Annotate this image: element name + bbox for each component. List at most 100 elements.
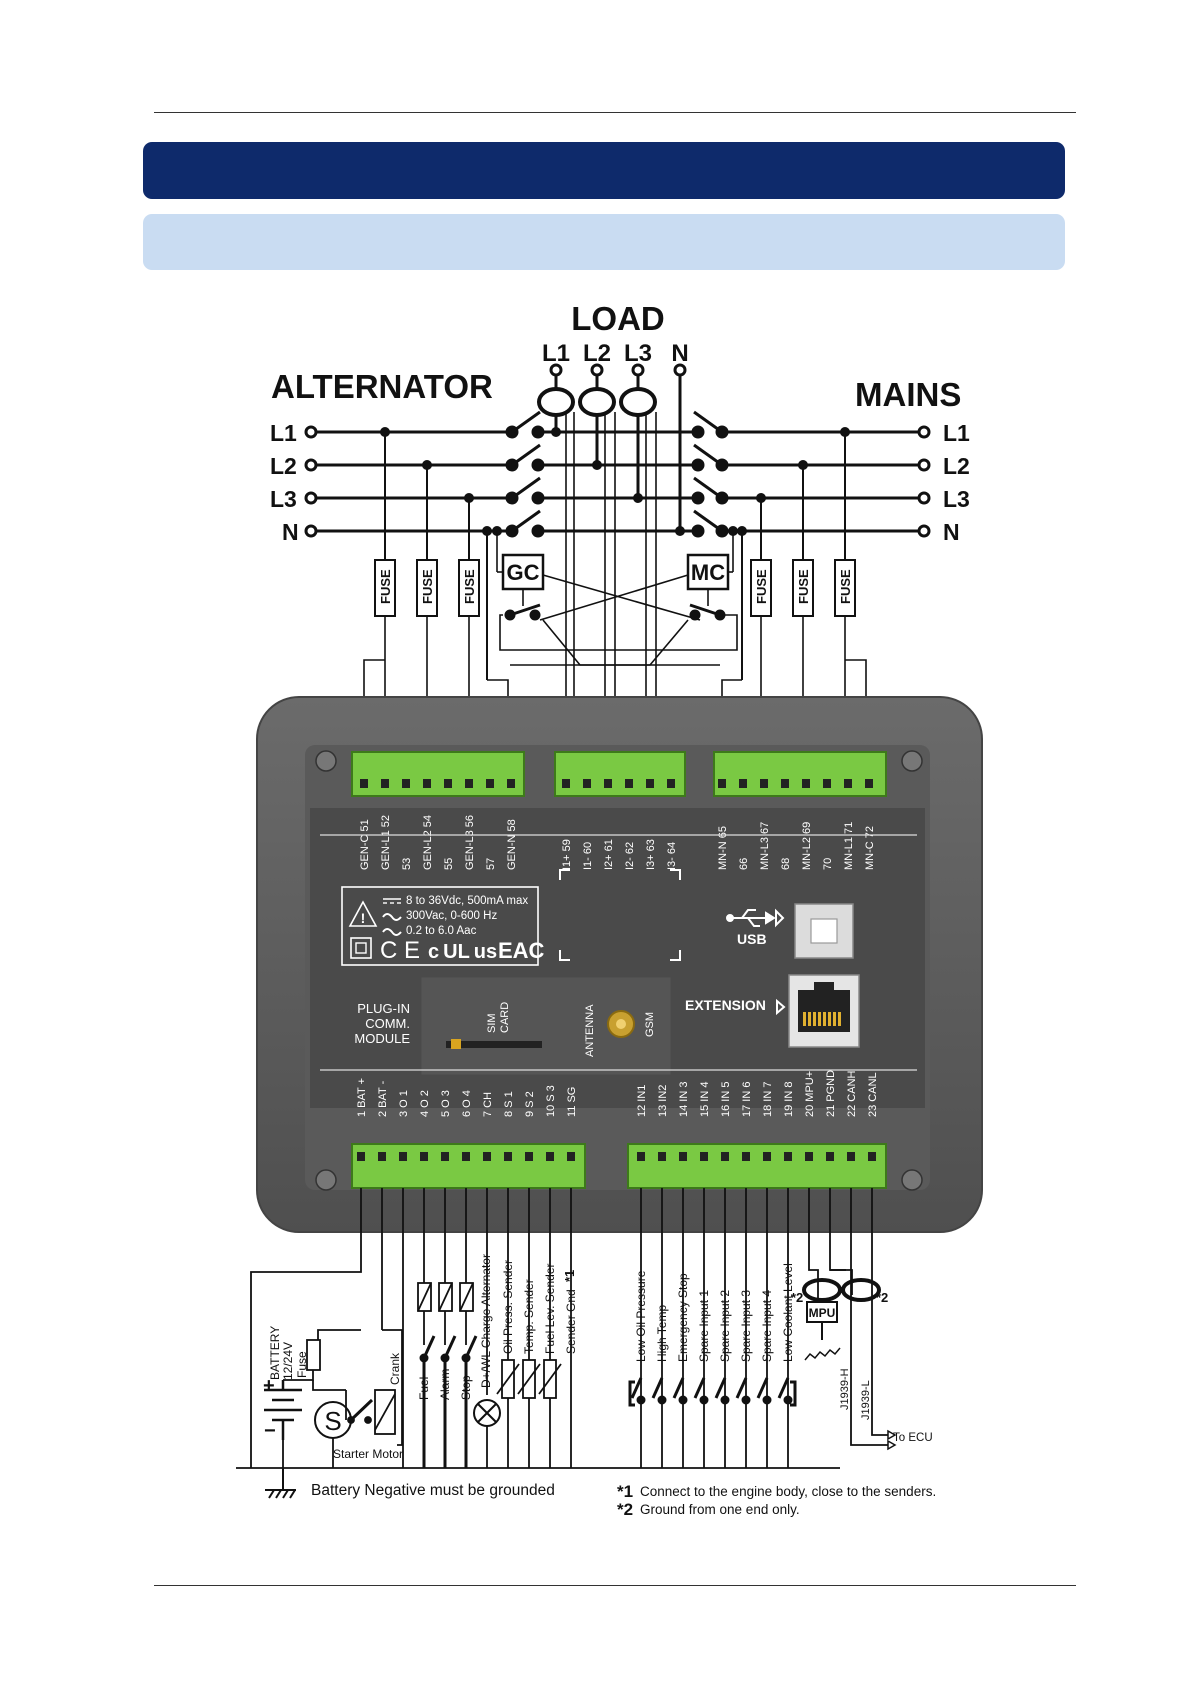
battery-fuse <box>306 1339 321 1371</box>
top-terminal-label: 70 <box>822 858 834 870</box>
terminal-slot <box>357 1152 365 1161</box>
extension-arrow-icon <box>776 998 786 1016</box>
note-2-mark: *2 <box>617 1500 633 1519</box>
input-label: Low Oil Pressure <box>634 1270 648 1362</box>
terminal-slot <box>700 1152 708 1161</box>
top-terminal-label: MN-L2 69 <box>801 822 813 870</box>
terminal-slot <box>567 1152 575 1161</box>
top-terminal-label: 66 <box>738 858 750 870</box>
input-switches <box>628 1377 797 1407</box>
bottom-terminal-label: 2 BAT - <box>377 1080 389 1117</box>
terminal-slot <box>378 1152 386 1161</box>
footer-rule <box>154 1585 1076 1586</box>
ecu-arrow-icon <box>887 1439 897 1451</box>
starter-s: S <box>324 1406 341 1436</box>
bottom-terminal-label: 19 IN 8 <box>783 1082 795 1117</box>
terminal-slot <box>802 779 810 788</box>
gsm-label: GSM <box>644 1012 656 1037</box>
engine-label: Stop <box>459 1375 473 1400</box>
terminal-slot <box>399 1152 407 1161</box>
terminal-slot <box>381 779 389 788</box>
mc-label: MC <box>691 560 725 585</box>
sim-card-slot[interactable] <box>446 1041 542 1048</box>
top-terminal-label: GEN-N 58 <box>506 819 518 870</box>
ce-mark: C E <box>380 937 420 964</box>
starter-motor-label: Starter Motor <box>333 1447 403 1461</box>
engine-label: Alarm <box>438 1369 452 1400</box>
top-terminal-label: I1- 60 <box>582 842 594 870</box>
top-terminal-label: 68 <box>780 858 792 870</box>
svg-text:!: ! <box>361 910 366 926</box>
terminal-slot <box>504 1152 512 1161</box>
terminal-slot <box>465 779 473 788</box>
terminal-slot <box>625 779 633 788</box>
ground-symbol-icon <box>265 1468 296 1499</box>
alt-label-n: N <box>282 519 299 545</box>
section-title-bar <box>143 142 1065 199</box>
rating-ac-current: 0.2 to 6.0 Aac <box>406 925 477 937</box>
top-terminal-label: I1+ 59 <box>561 839 573 870</box>
terminal-slot <box>721 1152 729 1161</box>
alternator-title: ALTERNATOR <box>271 368 493 405</box>
can-ground-mark: *2 <box>876 1290 888 1305</box>
bottom-terminal-label: 11 SG <box>566 1087 578 1117</box>
ecu-arrow-icon <box>887 1429 897 1441</box>
ct-l2-icon <box>578 387 616 417</box>
ratings-box <box>341 886 539 966</box>
fuse-label: FUSE <box>378 569 393 604</box>
engine-label: Sender Gnd <box>564 1289 578 1354</box>
j1939-l-label: J1939-L <box>860 1380 872 1420</box>
load-phase-n: N <box>671 340 688 367</box>
bottom-terminal-label: 14 IN 3 <box>678 1082 690 1117</box>
input-switch <box>714 1377 730 1405</box>
terminal-slot <box>865 779 873 788</box>
input-label: Spare Input 2 <box>718 1290 732 1362</box>
top-terminal-label: I2- 62 <box>624 842 636 870</box>
terminal-slot <box>562 779 570 788</box>
top-terminal-label: GEN-L1 52 <box>380 815 392 870</box>
mains-label-l3: L3 <box>943 486 970 512</box>
note-2-text: Ground from one end only. <box>640 1502 800 1517</box>
sim-label-2: CARD <box>499 1002 511 1033</box>
battery-fuse-label: Fuse <box>295 1351 309 1378</box>
input-label: Spare Input 3 <box>739 1290 753 1362</box>
input-label: Spare Input 4 <box>760 1290 774 1362</box>
terminal-slot <box>423 779 431 788</box>
terminal-slot <box>763 1152 771 1161</box>
input-label: High Temp <box>655 1305 669 1362</box>
interlock-wiring <box>496 531 738 666</box>
top-terminal-label: 55 <box>443 858 455 870</box>
input-switch <box>693 1377 709 1405</box>
terminal-slot <box>667 779 675 788</box>
terminal-slot <box>444 779 452 788</box>
terminal-slot <box>507 779 515 788</box>
plugin-module-slot[interactable] <box>420 976 672 1076</box>
fuse-label: FUSE <box>420 569 435 604</box>
flywheel-gear-icon <box>804 1347 841 1361</box>
input-switch <box>672 1377 688 1405</box>
terminal-slot <box>826 1152 834 1161</box>
cable-shield-icon <box>802 1278 842 1302</box>
terminal-slot <box>739 779 747 788</box>
mc-contacts <box>691 410 729 538</box>
header-rule <box>154 112 1076 113</box>
engine-label: Fuel <box>417 1377 431 1400</box>
ac-current-icon <box>382 928 402 936</box>
output-relay-contacts <box>419 1335 478 1468</box>
alt-label-l1: L1 <box>270 420 297 446</box>
top-terminal-label: I3+ 63 <box>645 839 657 870</box>
terminal-slot <box>441 1152 449 1161</box>
mpu-label: MPU <box>809 1306 836 1320</box>
input-switch <box>630 1377 646 1405</box>
bottom-terminal-label: 7 CH <box>482 1092 494 1117</box>
fuse-taps <box>380 427 850 680</box>
bottom-terminal-label: 13 IN2 <box>657 1085 669 1117</box>
bottom-terminal-label: 8 S 1 <box>503 1091 515 1117</box>
terminal-slot <box>402 779 410 788</box>
battery-symbol <box>264 1380 302 1440</box>
bottom-terminal-label: 16 IN 5 <box>720 1082 732 1117</box>
warning-icon <box>348 900 378 927</box>
rating-dc: 8 to 36Vdc, 500mA max <box>406 895 528 907</box>
terminal-slot <box>486 779 494 788</box>
